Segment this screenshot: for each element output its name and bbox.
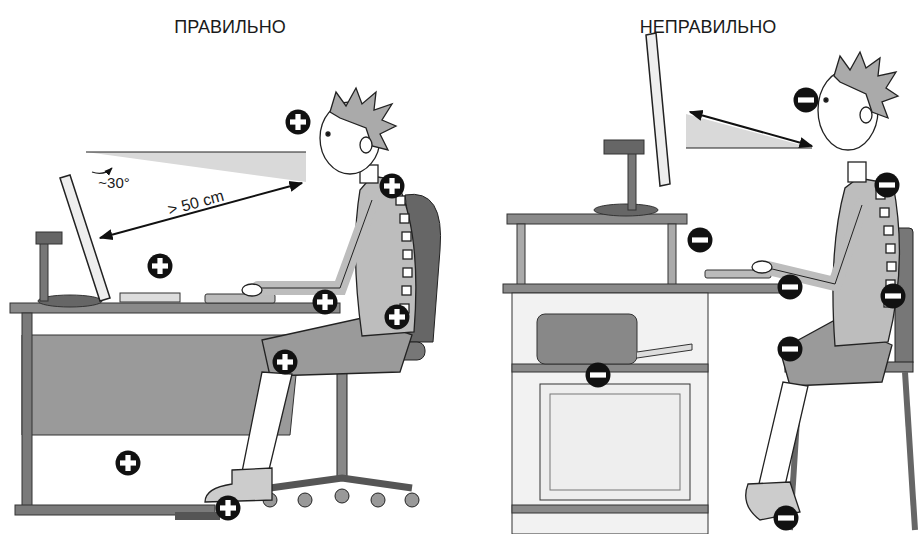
plus-mark <box>216 496 241 521</box>
minus-mark <box>875 173 900 198</box>
minus-mark <box>688 228 713 253</box>
hutch-side <box>517 224 525 286</box>
printer <box>537 314 637 364</box>
chair-leg <box>905 372 915 530</box>
hutch-side <box>668 224 676 286</box>
minus-mark <box>794 88 819 113</box>
desk-cabinet <box>512 293 708 534</box>
chair-base <box>270 478 412 488</box>
plus-mark <box>148 254 173 279</box>
distance-arrow <box>690 112 812 146</box>
angle-arc <box>92 168 112 173</box>
monitor-bracket <box>604 140 644 154</box>
monitor-screen <box>60 175 110 301</box>
plus-mark <box>380 174 405 199</box>
eye-level-line <box>686 147 812 148</box>
minus-mark <box>586 363 611 388</box>
correct-scene <box>10 88 441 521</box>
keyboard <box>205 294 275 303</box>
boy-incorrect <box>746 52 900 520</box>
monitor-stand <box>40 235 48 301</box>
papers <box>120 293 180 302</box>
eye-level-line <box>86 151 306 152</box>
minus-mark <box>881 284 906 309</box>
monitor-stand <box>628 150 636 210</box>
boy-correct <box>205 88 416 502</box>
monitor-base <box>594 204 658 216</box>
footrest <box>175 512 220 520</box>
incorrect-scene <box>503 33 915 534</box>
desk-leg <box>22 313 32 513</box>
desk-top <box>503 284 793 293</box>
plus-mark <box>286 110 311 135</box>
computer-case <box>540 384 690 500</box>
hutch-shelf <box>507 214 687 224</box>
printer-tray <box>637 344 692 358</box>
scene-heading: НЕПРАВИЛЬНО <box>640 18 776 36</box>
distance-arrow <box>100 183 302 238</box>
minus-mark <box>778 337 803 362</box>
cabinet-shelf <box>512 364 708 372</box>
chair-post <box>337 360 347 480</box>
monitor-bracket <box>36 232 62 244</box>
plus-mark <box>313 290 338 315</box>
scene-heading: ПРАВИЛЬНО <box>174 18 285 36</box>
monitor-screen <box>646 33 670 186</box>
plus-mark <box>116 451 141 476</box>
plus-mark <box>273 350 298 375</box>
cabinet-shelf <box>512 505 708 513</box>
sight-wedge <box>686 114 812 148</box>
angle-label: ~30° <box>98 175 129 190</box>
case-panel <box>550 394 680 490</box>
minus-mark <box>778 275 803 300</box>
plus-mark <box>385 305 410 330</box>
minus-mark <box>774 506 799 531</box>
distance-label: > 50 cm <box>166 188 226 218</box>
